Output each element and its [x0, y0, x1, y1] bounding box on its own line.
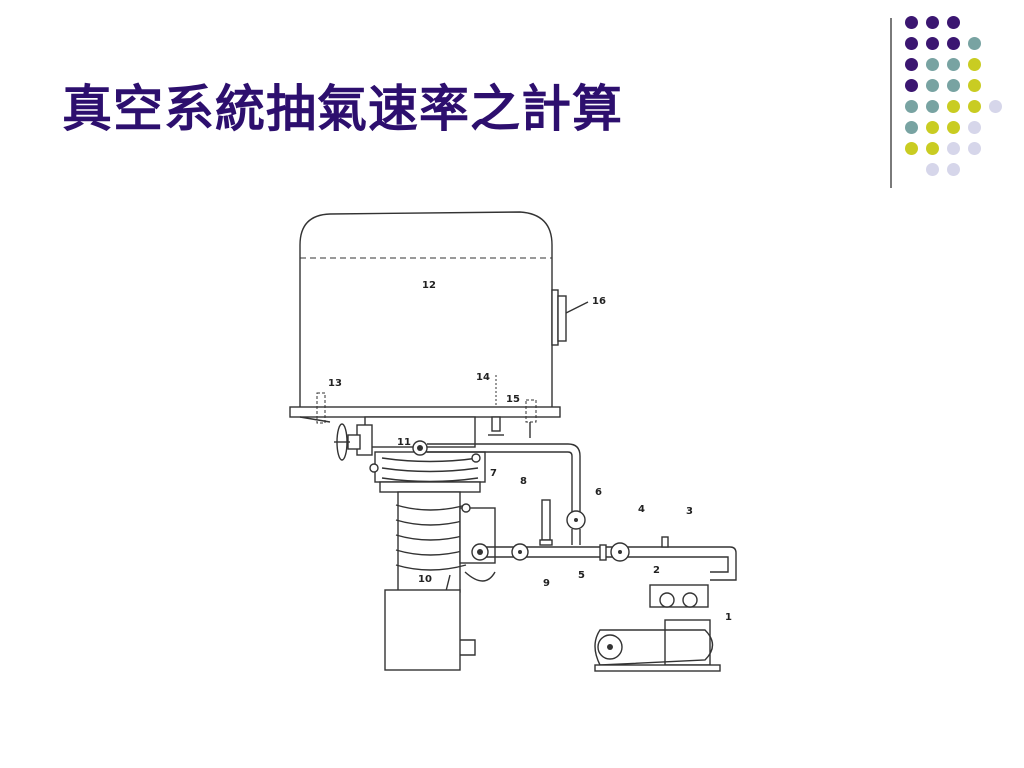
decorative-dot [947, 79, 960, 92]
page-title: 真空系統抽氣速率之計算 [62, 79, 623, 138]
decorative-dot [947, 142, 960, 155]
decorative-dot [947, 100, 960, 113]
label-14: 14 [476, 372, 490, 383]
decorative-dot [926, 58, 939, 71]
label-9: 9 [543, 578, 550, 589]
decorative-dot [926, 37, 939, 50]
side-window [551, 289, 559, 346]
label-1: 1 [725, 612, 732, 623]
line-7 [427, 443, 581, 515]
diffusion-pump-coils [395, 504, 467, 571]
port-13 [316, 392, 326, 424]
label-6: 6 [595, 487, 602, 498]
decorative-dot [905, 79, 918, 92]
decorative-dot [905, 142, 918, 155]
decorative-dot [968, 100, 981, 113]
decorative-dot [926, 16, 939, 29]
vacuum-system-diagram: 1 2 3 4 5 6 7 8 9 10 11 12 13 14 15 16 [289, 211, 737, 672]
title-divider [890, 18, 892, 188]
decorative-dot [905, 58, 918, 71]
port-15 [525, 399, 537, 423]
base-plate [289, 406, 561, 418]
label-16: 16 [592, 296, 606, 307]
decorative-dot [926, 163, 939, 176]
gauge-8 [541, 499, 551, 541]
decorative-dot [947, 121, 960, 134]
valve-2 [649, 584, 709, 608]
decorative-dot [947, 16, 960, 29]
label-12: 12 [422, 280, 436, 291]
label-4: 4 [638, 504, 645, 515]
label-3: 3 [686, 506, 693, 517]
decorative-dot [905, 37, 918, 50]
decorative-dot-grid [905, 16, 1015, 176]
boiler [384, 589, 461, 671]
port-3 [661, 536, 669, 548]
decorative-dot [989, 100, 1002, 113]
label-5: 5 [578, 570, 585, 581]
label-10: 10 [418, 574, 432, 585]
decorative-dot [926, 79, 939, 92]
decorative-dot [926, 142, 939, 155]
decorative-dot [926, 121, 939, 134]
decorative-dot [968, 142, 981, 155]
label-15: 15 [506, 394, 520, 405]
mechanical-pump [664, 619, 711, 666]
decorative-dot [947, 37, 960, 50]
decorative-dot [926, 100, 939, 113]
label-2: 2 [653, 565, 660, 576]
decorative-dot [968, 79, 981, 92]
vacuum-chamber [299, 211, 553, 407]
decorative-dot [905, 100, 918, 113]
decorative-dot [968, 121, 981, 134]
decorative-dot [968, 58, 981, 71]
label-11: 11 [397, 437, 411, 448]
decorative-dot [968, 37, 981, 50]
label-13: 13 [328, 378, 342, 389]
decorative-dot [947, 58, 960, 71]
decorative-dot [905, 16, 918, 29]
label-8: 8 [520, 476, 527, 487]
line-5 [485, 546, 737, 581]
decorative-dot [905, 121, 918, 134]
label-7: 7 [490, 468, 497, 479]
decorative-dot [947, 163, 960, 176]
